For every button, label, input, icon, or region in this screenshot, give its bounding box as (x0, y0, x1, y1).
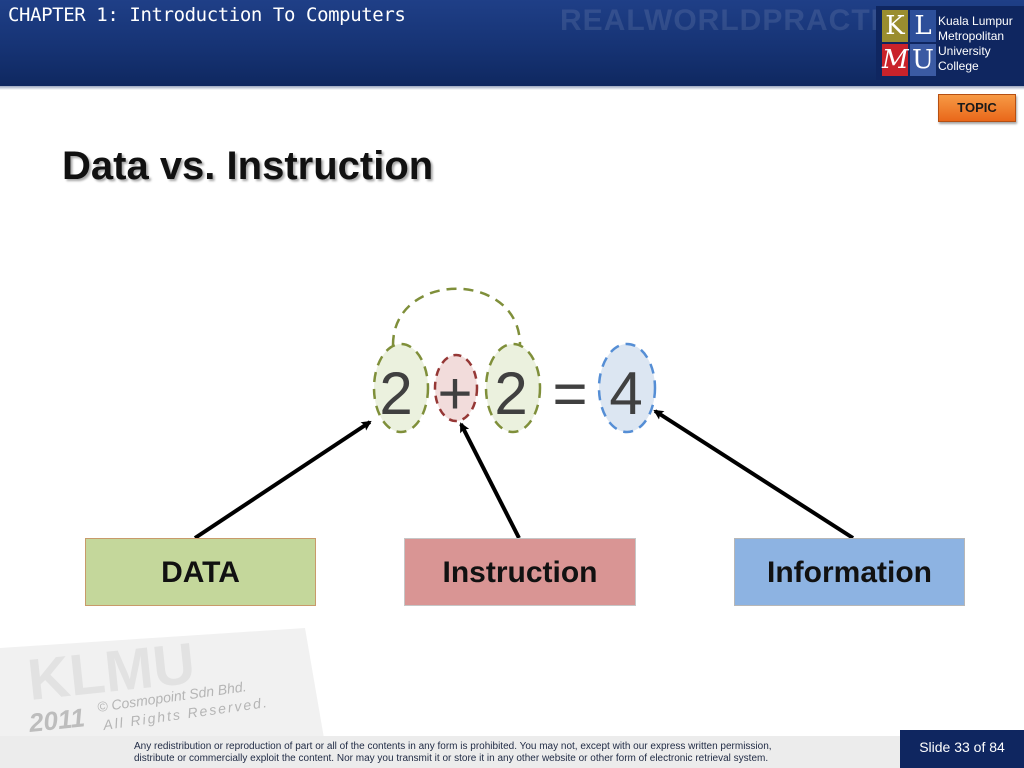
watermark-year: 2011 (26, 702, 86, 738)
topic-button[interactable]: TOPIC (938, 94, 1016, 122)
slide-header: CHAPTER 1: Introduction To Computers REA… (0, 0, 1024, 86)
logo-letter-k: K (882, 10, 908, 42)
result-text: 4 (609, 360, 642, 427)
operand1-text: 2 (379, 360, 412, 427)
operand2-text: 2 (494, 360, 527, 427)
information-arrow (653, 409, 855, 540)
result-circle (597, 342, 657, 434)
slide-title: Data vs. Instruction (62, 144, 434, 188)
logo-line: University (938, 44, 991, 58)
logo-letter-m: M (882, 44, 909, 76)
header-watermark: REALWORLDPRACTICE (560, 4, 924, 37)
header-divider (0, 86, 1024, 90)
logo-line: Metropolitan (938, 29, 1005, 43)
operator-circle (433, 353, 479, 423)
equals-text: = (552, 360, 587, 427)
information-box: Information (734, 538, 965, 606)
chapter-title: CHAPTER 1: Introduction To Computers (8, 4, 406, 26)
logo-line: Kuala Lumpur (938, 14, 1013, 28)
copyright-notice: Any redistribution or reproduction of pa… (134, 741, 894, 765)
klmu-watermark-logo: KLMU 2011 © Cosmopoint Sdn Bhd. All Righ… (0, 628, 325, 744)
data-box: DATA (85, 538, 316, 606)
operand-link-arc (391, 287, 522, 346)
operand2-circle (484, 342, 542, 434)
copyright-notice-line: distribute or commercially exploit the c… (134, 753, 769, 764)
logo-letter-l: L (910, 10, 936, 42)
college-logo: K L M U Kuala Lumpur Metropolitan Univer… (876, 6, 1024, 80)
instruction-arrow (459, 422, 521, 539)
logo-line: College (938, 59, 979, 73)
logo-letter-u: U (910, 44, 936, 76)
operand1-circle (372, 342, 430, 434)
footer-bar (0, 736, 900, 768)
instruction-box: Instruction (404, 538, 636, 606)
copyright-notice-line: Any redistribution or reproduction of pa… (134, 741, 772, 752)
slide-counter: Slide 33 of 84 (900, 730, 1024, 768)
logo-college-name: Kuala Lumpur Metropolitan University Col… (938, 14, 1013, 74)
operator-text: + (437, 360, 472, 427)
data-arrow (193, 420, 372, 540)
